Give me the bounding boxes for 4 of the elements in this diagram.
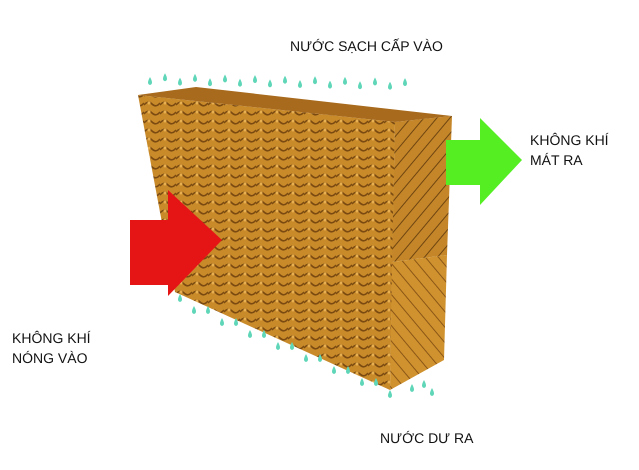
- water-inlet-label: NƯỚC SẠCH CẤP VÀO: [290, 37, 443, 56]
- air-inlet-label: KHÔNG KHÍ NÓNG VÀO: [12, 329, 92, 368]
- air-outlet-label: KHÔNG KHÍ MÁT RA: [530, 131, 610, 170]
- water-outlet-label: NƯỚC DƯ RA: [380, 429, 474, 448]
